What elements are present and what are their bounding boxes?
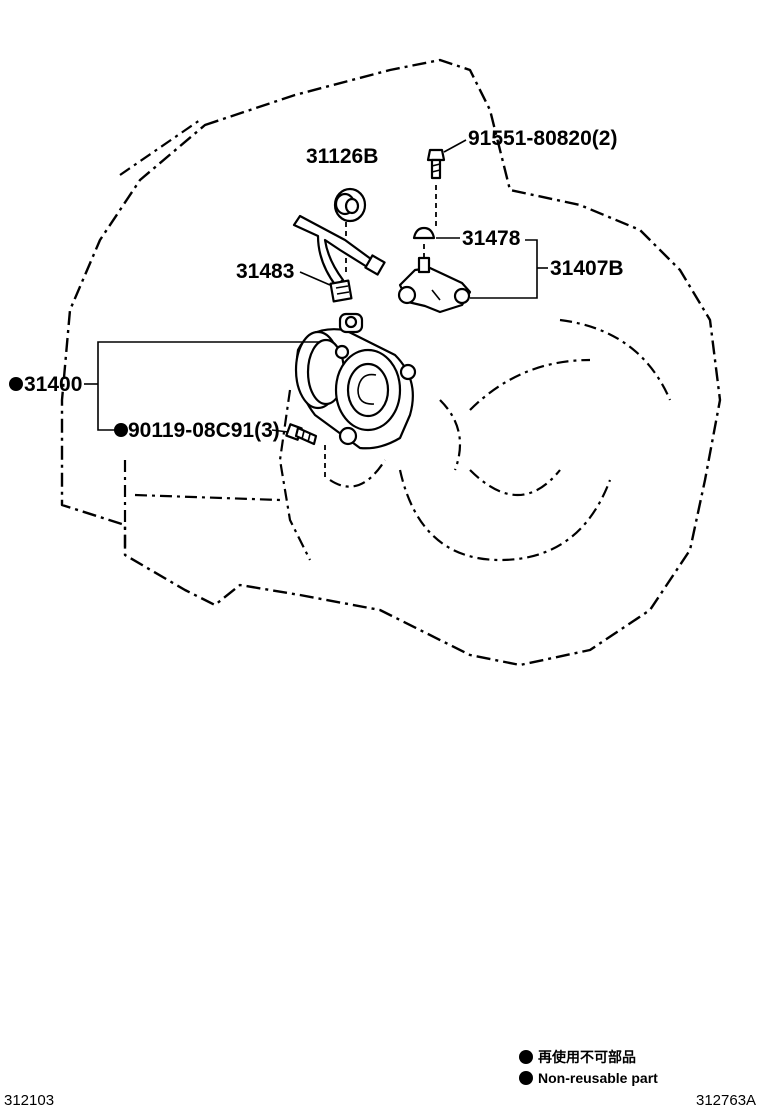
non-reusable-dot-icon <box>519 1071 533 1085</box>
label-31126b: 31126B <box>306 145 378 168</box>
label-31407b: 31407B <box>550 257 624 280</box>
non-reusable-dot-icon <box>114 423 128 437</box>
label-31478: 31478 <box>462 227 521 250</box>
release-cylinder-31400 <box>294 312 417 480</box>
clutch-line-31483 <box>292 214 386 303</box>
legend-jp: 再使用不可部品 <box>538 1049 636 1065</box>
figure-code-left: 312103 <box>4 1092 54 1109</box>
label-31483: 31483 <box>236 260 294 283</box>
label-91551: 91551-80820(2) <box>468 127 617 150</box>
figure-code-right: 312763A <box>696 1092 756 1109</box>
label-90119: 90119-08C91(3) <box>128 419 280 442</box>
non-reusable-dot-icon <box>9 377 23 391</box>
grommet-31126b <box>333 187 367 275</box>
legend: 再使用不可部品 Non-reusable part <box>519 1049 658 1086</box>
bolt-91551 <box>426 139 467 228</box>
legend-en: Non-reusable part <box>538 1070 658 1086</box>
bolt-90119 <box>271 423 318 446</box>
connector-31407b <box>397 239 548 314</box>
label-31400: 31400 <box>24 373 82 396</box>
non-reusable-dot-icon <box>519 1050 533 1064</box>
bleeder-cap-31478 <box>412 226 460 262</box>
bracket-31400 <box>84 341 320 431</box>
transmission-housing <box>60 58 722 667</box>
